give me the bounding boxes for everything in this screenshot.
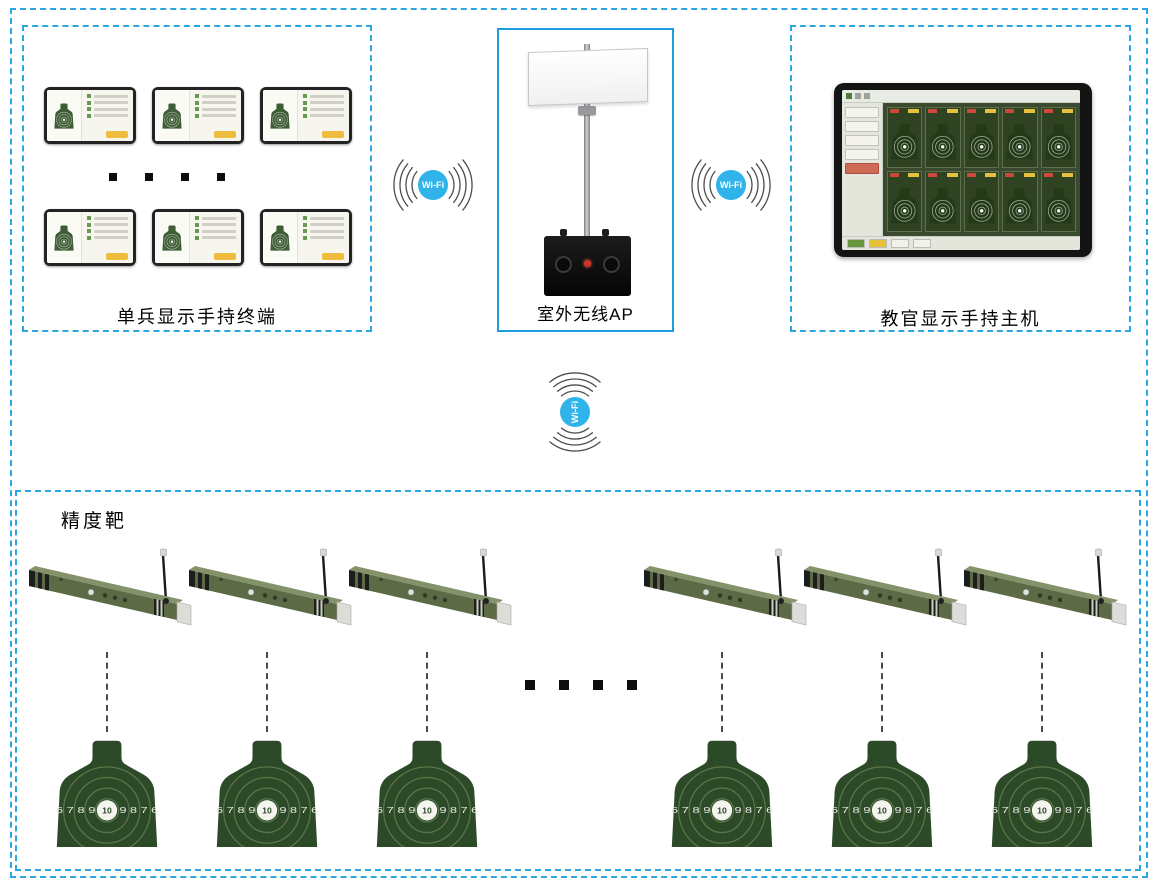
terminal-target-icon [268,224,292,251]
terminal-screen [47,90,133,141]
terminal-target-icon [160,102,184,129]
ap-port-left [555,256,572,273]
target-sensor-bar-3 [347,546,527,638]
wifi-link-left: Wi-Fi [393,159,473,211]
instructor-panel: 教官显示手持主机 [790,25,1131,332]
instructor-sidebar [842,103,883,236]
terminal-target-icon [160,224,184,251]
instructor-tablet [834,83,1092,257]
ap-panel-antenna [528,47,648,107]
wifi-icon [560,397,590,427]
sensor-target-connector [266,652,268,732]
terminals-panel: 单兵显示手持终端 [22,25,372,332]
instructor-panel-label: 教官显示手持主机 [880,309,1041,329]
targets-panel: 精度靶 [15,490,1141,871]
thumbnail-target-icon [1042,179,1075,231]
wifi-label: Wi-Fi [570,401,580,423]
ap-connector-stub [560,229,567,236]
terminals-panel-label: 单兵显示手持终端 [117,307,277,327]
target-thumbnail [887,171,923,232]
precision-target-label: 精度靶 [61,511,128,532]
terminal-target-icon [52,224,76,251]
wifi-icon [418,170,448,200]
handheld-terminal-3 [260,87,352,144]
wifi-label: Wi-Fi [422,180,444,190]
target-sensor-bar-4 [642,546,822,638]
sensor-target-connector [1041,652,1043,732]
ap-mount-clamp [578,106,596,115]
ap-panel-label: 室外无线AP [537,305,634,324]
sensor-target-connector [106,652,108,732]
wifi-link-down: Wi-Fi [549,372,601,452]
target-sensor-bar-6 [962,546,1142,638]
ap-connector-stub [602,229,609,236]
ap-panel: 室外无线AP [497,28,674,332]
more-targets-indicator [525,680,637,690]
more-terminals-indicator [109,173,225,181]
handheld-terminal-4 [44,209,136,266]
instructor-bottom-bar [842,236,1080,250]
target-thumbnail-grid [883,103,1080,236]
target-thumbnail [1040,107,1076,168]
sensor-target-connector [881,652,883,732]
target-sensor-bar-1 [27,546,207,638]
target-thumbnail [1002,171,1038,232]
target-sensor-bar-5 [802,546,982,638]
target-thumbnail [963,107,1000,168]
thumbnail-target-icon [888,115,921,167]
precision-target-1 [49,735,165,847]
thumbnail-target-icon [1003,179,1036,231]
wifi-icon [716,170,746,200]
handheld-terminal-2 [152,87,244,144]
handheld-terminal-6 [260,209,352,266]
terminal-target-icon [52,102,76,129]
terminal-target-icon [268,102,292,129]
precision-target-5 [824,735,940,847]
ap-power-led [584,260,591,267]
precision-target-4 [664,735,780,847]
sensor-target-connector [721,652,723,732]
target-thumbnail [1002,107,1038,168]
wifi-label: Wi-Fi [720,180,742,190]
precision-target-2 [209,735,325,847]
handheld-terminal-1 [44,87,136,144]
target-sensor-bar-2 [187,546,367,638]
target-thumbnail [925,171,961,232]
wifi-link-right: Wi-Fi [691,159,771,211]
thumbnail-target-icon [926,115,959,167]
target-thumbnail [1040,171,1076,232]
thumbnail-target-icon [965,179,998,231]
target-thumbnail [925,107,961,168]
thumbnail-target-icon [926,179,959,231]
sensor-target-connector [426,652,428,732]
system-boundary-frame [10,8,1148,878]
target-thumbnail [963,171,1000,232]
precision-target-3 [369,735,485,847]
ap-port-right [603,256,620,273]
thumbnail-target-icon [965,115,998,167]
instructor-screen [842,90,1080,250]
precision-target-6 [984,735,1100,847]
instructor-toolbar [842,90,1080,103]
terminal-button [106,131,128,138]
ap-control-box [544,229,631,296]
thumbnail-target-icon [888,179,921,231]
thumbnail-target-icon [1042,115,1075,167]
target-thumbnail [887,107,923,168]
handheld-terminal-5 [152,209,244,266]
ap-mast [584,44,590,244]
thumbnail-target-icon [1003,115,1036,167]
